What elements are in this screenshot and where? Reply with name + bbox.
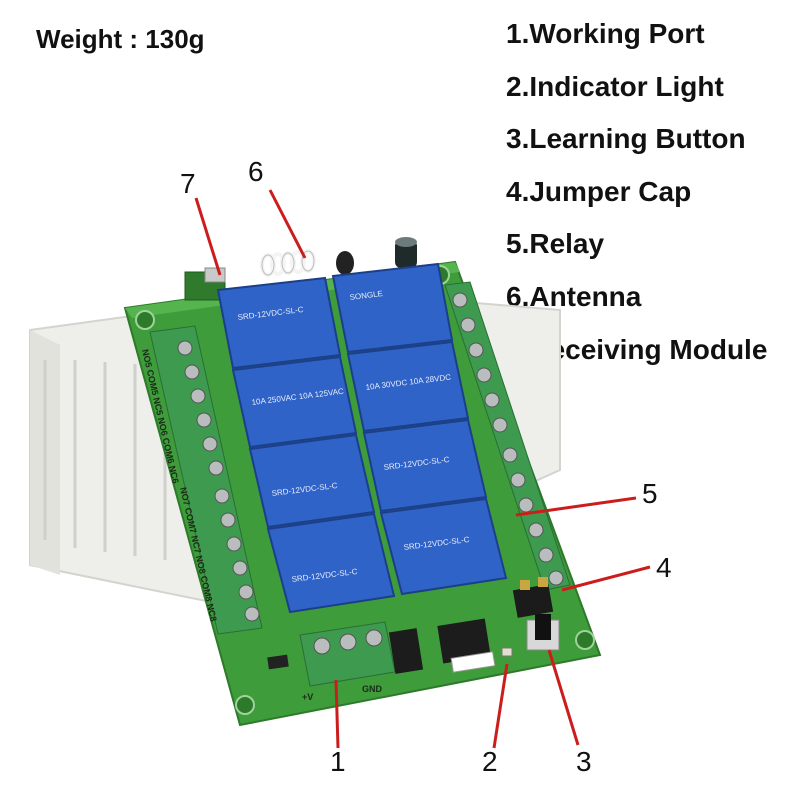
relay: 10A 250VAC 10A 125VAC (231, 355, 358, 449)
relay: SRD-12VDC-SL-C (216, 276, 342, 370)
working-port: +V GND (299, 621, 396, 702)
jumper-cap (512, 577, 554, 618)
relay: 10A 30VDC 10A 28VDC (346, 340, 470, 433)
relay-brand: SONGLE (349, 289, 383, 302)
legend-item-learning-button: 3.Learning Button (506, 123, 746, 155)
relay: SRD-12VDC-SL-C (266, 512, 396, 614)
relay: SRD-12VDC-SL-C (248, 433, 376, 529)
callout-6: 6 (248, 156, 264, 187)
learning-button (526, 614, 560, 651)
relay: SRD-12VDC-SL-C (362, 418, 488, 513)
callout-1: 1 (330, 746, 346, 777)
ic-chip (267, 618, 496, 674)
callout-lines (194, 189, 651, 749)
weight-label: Weight : 130g (36, 24, 205, 54)
power-gnd-label: GND (362, 684, 383, 694)
relay-array: SRD-12VDC-SL-C SONGLE 10A 250VAC 10A 125… (216, 262, 508, 614)
capacitor (336, 237, 417, 275)
callout-4: 4 (656, 552, 672, 583)
legend-item-indicator-light: 2.Indicator Light (506, 70, 724, 102)
callout-3: 3 (576, 746, 592, 777)
callout-2: 2 (482, 746, 498, 777)
antenna (260, 249, 316, 277)
callout-7: 7 (180, 168, 196, 199)
legend-item-working-port: 1.Working Port (506, 18, 705, 49)
legend-item-relay: 5.Relay (506, 228, 605, 260)
power-plus-label: +V (302, 692, 313, 702)
relay: SRD-12VDC-SL-C (379, 497, 508, 596)
terminal-block-left (149, 325, 263, 635)
legend-item-jumper-cap: 4.Jumper Cap (506, 175, 692, 207)
relay: SONGLE (331, 262, 454, 354)
indicator-light (501, 647, 513, 657)
callout-5: 5 (642, 478, 658, 509)
